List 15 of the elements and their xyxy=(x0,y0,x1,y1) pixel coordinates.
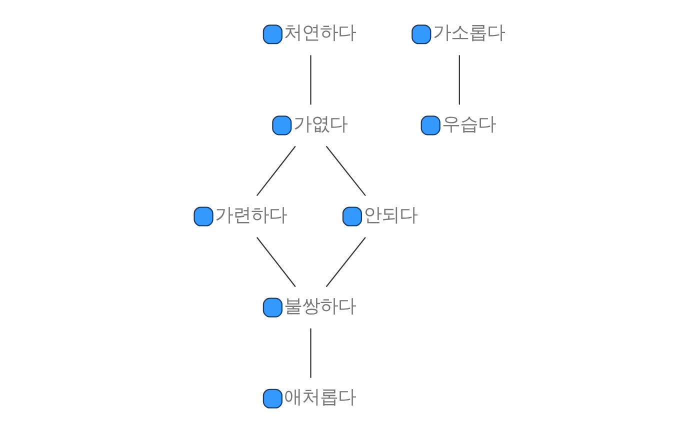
node-label: 가소롭다 xyxy=(432,22,504,44)
node-label: 불쌍하다 xyxy=(284,295,356,316)
connector xyxy=(310,54,311,104)
connector xyxy=(256,236,296,287)
connector xyxy=(256,145,296,196)
connector xyxy=(310,328,311,378)
connector xyxy=(325,236,366,287)
node-label: 처연하다 xyxy=(284,22,356,44)
node-label: 가엾다 xyxy=(292,113,347,134)
node-label: 우습다 xyxy=(442,113,496,134)
node-label: 애처롭다 xyxy=(284,386,356,408)
connector xyxy=(325,145,366,196)
connector xyxy=(458,54,460,104)
node-label: 가련하다 xyxy=(214,204,287,226)
node-label: 안되다 xyxy=(363,204,418,226)
